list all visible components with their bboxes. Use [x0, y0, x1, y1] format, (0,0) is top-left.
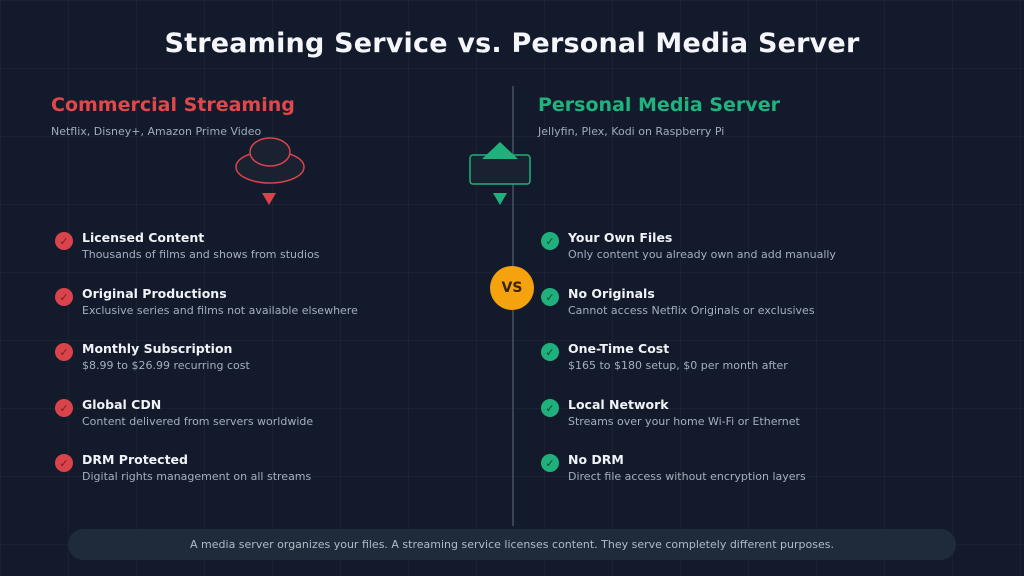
item-title: Monthly Subscription	[82, 341, 233, 356]
check-icon: ✓	[55, 399, 73, 417]
media-server-heading: Personal Media Server	[538, 94, 780, 116]
commercial-heading: Commercial Streaming	[51, 94, 295, 116]
item-description: Digital rights management on all streams	[82, 470, 312, 483]
footer-text: A media server organizes your files. A s…	[190, 538, 834, 551]
vs-badge: VS	[490, 266, 534, 310]
check-icon: ✓	[541, 343, 559, 361]
item-title: Your Own Files	[568, 230, 673, 245]
page-title: Streaming Service vs. Personal Media Ser…	[164, 28, 860, 59]
down-arrow-icon	[262, 193, 276, 205]
item-description: Direct file access without encryption la…	[568, 470, 806, 483]
item-description: Exclusive series and films not available…	[82, 304, 358, 317]
commercial-subtitle: Netflix, Disney+, Amazon Prime Video	[51, 125, 262, 138]
check-icon: ✓	[55, 454, 73, 472]
item-title: Original Productions	[82, 286, 227, 301]
item-title: No Originals	[568, 286, 655, 301]
item-description: Content delivered from servers worldwide	[82, 415, 314, 428]
media-server-subtitle: Jellyfin, Plex, Kodi on Raspberry Pi	[538, 125, 725, 138]
check-icon: ✓	[55, 232, 73, 250]
item-description: Thousands of films and shows from studio…	[82, 248, 320, 261]
item-description: $165 to $180 setup, $0 per month after	[568, 359, 788, 372]
item-description: Only content you already own and add man…	[568, 248, 836, 261]
down-arrow-icon	[493, 193, 507, 205]
item-title: DRM Protected	[82, 452, 188, 467]
list-item: ✓ No Originals Cannot access Netflix Ori…	[541, 286, 961, 326]
server-box-icon	[469, 142, 531, 185]
list-item: ✓ One-Time Cost $165 to $180 setup, $0 p…	[541, 341, 961, 381]
item-title: Local Network	[568, 397, 669, 412]
item-title: No DRM	[568, 452, 624, 467]
item-title: One-Time Cost	[568, 341, 670, 356]
check-icon: ✓	[541, 454, 559, 472]
item-title: Global CDN	[82, 397, 162, 412]
check-icon: ✓	[541, 232, 559, 250]
item-description: Streams over your home Wi-Fi or Ethernet	[568, 415, 800, 428]
list-item: ✓ DRM Protected Digital rights managemen…	[55, 452, 475, 492]
list-item: ✓ Local Network Streams over your home W…	[541, 397, 961, 437]
check-icon: ✓	[541, 399, 559, 417]
item-description: $8.99 to $26.99 recurring cost	[82, 359, 250, 372]
check-icon: ✓	[55, 288, 73, 306]
item-description: Cannot access Netflix Originals or exclu…	[568, 304, 815, 317]
check-icon: ✓	[541, 288, 559, 306]
list-item: ✓ Global CDN Content delivered from serv…	[55, 397, 475, 437]
cloud-icon	[235, 137, 305, 184]
check-icon: ✓	[55, 343, 73, 361]
list-item: ✓ Licensed Content Thousands of films an…	[55, 230, 475, 270]
list-item: ✓ Monthly Subscription $8.99 to $26.99 r…	[55, 341, 475, 381]
list-item: ✓ Original Productions Exclusive series …	[55, 286, 475, 326]
footer-note: A media server organizes your files. A s…	[68, 529, 956, 560]
item-title: Licensed Content	[82, 230, 205, 245]
list-item: ✓ Your Own Files Only content you alread…	[541, 230, 961, 270]
list-item: ✓ No DRM Direct file access without encr…	[541, 452, 961, 492]
